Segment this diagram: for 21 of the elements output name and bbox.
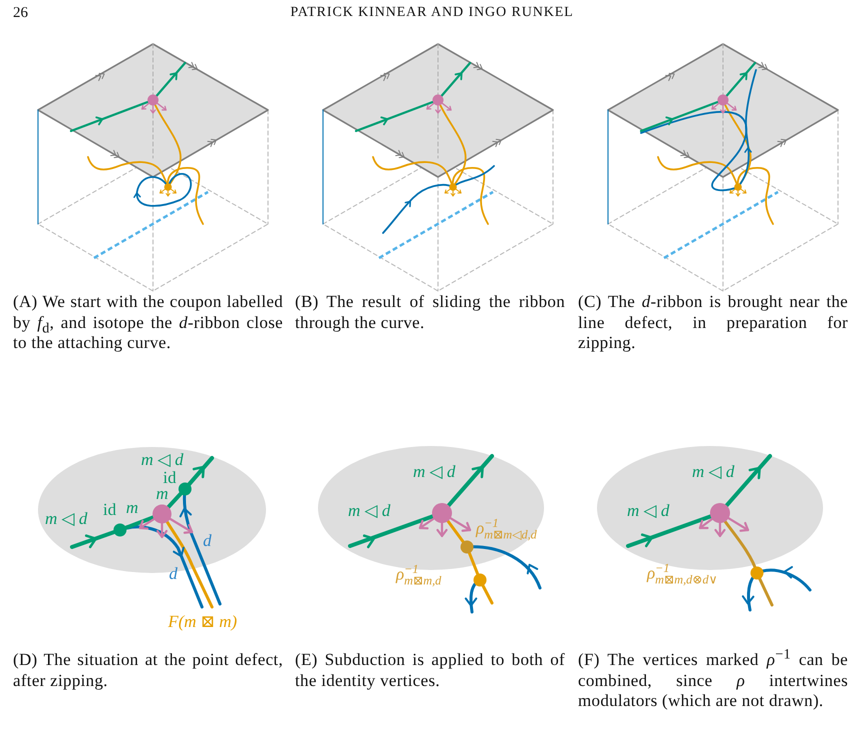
- math-label: id: [163, 469, 176, 488]
- math-label: m ◁ d: [141, 451, 184, 470]
- figure-caption: (D) The situation at the point defect, after zipping.: [13, 650, 283, 692]
- math-label: m ◁ d: [45, 510, 88, 529]
- math-label: m: [126, 499, 138, 518]
- math-label: id: [103, 501, 116, 520]
- math-label: d: [203, 532, 212, 551]
- figure-caption: (F) The vertices marked ρ$^{−1}$ can be combined, since ρ intertwines modulators (which are not drawn).: [578, 650, 848, 712]
- math-label: F(m ⊠ m): [168, 613, 238, 632]
- math-label: d: [169, 565, 178, 584]
- figure-caption: (E) Subduction is applied to both of the identity vertices.: [295, 650, 565, 692]
- math-label: m ◁ d: [348, 502, 390, 521]
- math-label: m ◁ d: [692, 463, 734, 482]
- running-head: PATRICK KINNEAR AND INGO RUNKEL: [290, 6, 574, 20]
- figure-caption: (A) We start with the coupon labelled by f$_{d}$, and isotope the d-ribbon close to the attaching curve.: [13, 292, 283, 354]
- figure-caption: (C) The d-ribbon is brought near the line defect, in preparation for zipping.: [578, 292, 848, 354]
- math-label: m ◁ d: [413, 463, 456, 482]
- figure-caption: (B) The result of sliding the ribbon through the curve.: [295, 292, 565, 334]
- math-label: m: [156, 485, 168, 504]
- page-number: 26: [13, 6, 28, 21]
- math-label: m ◁ d: [627, 502, 670, 521]
